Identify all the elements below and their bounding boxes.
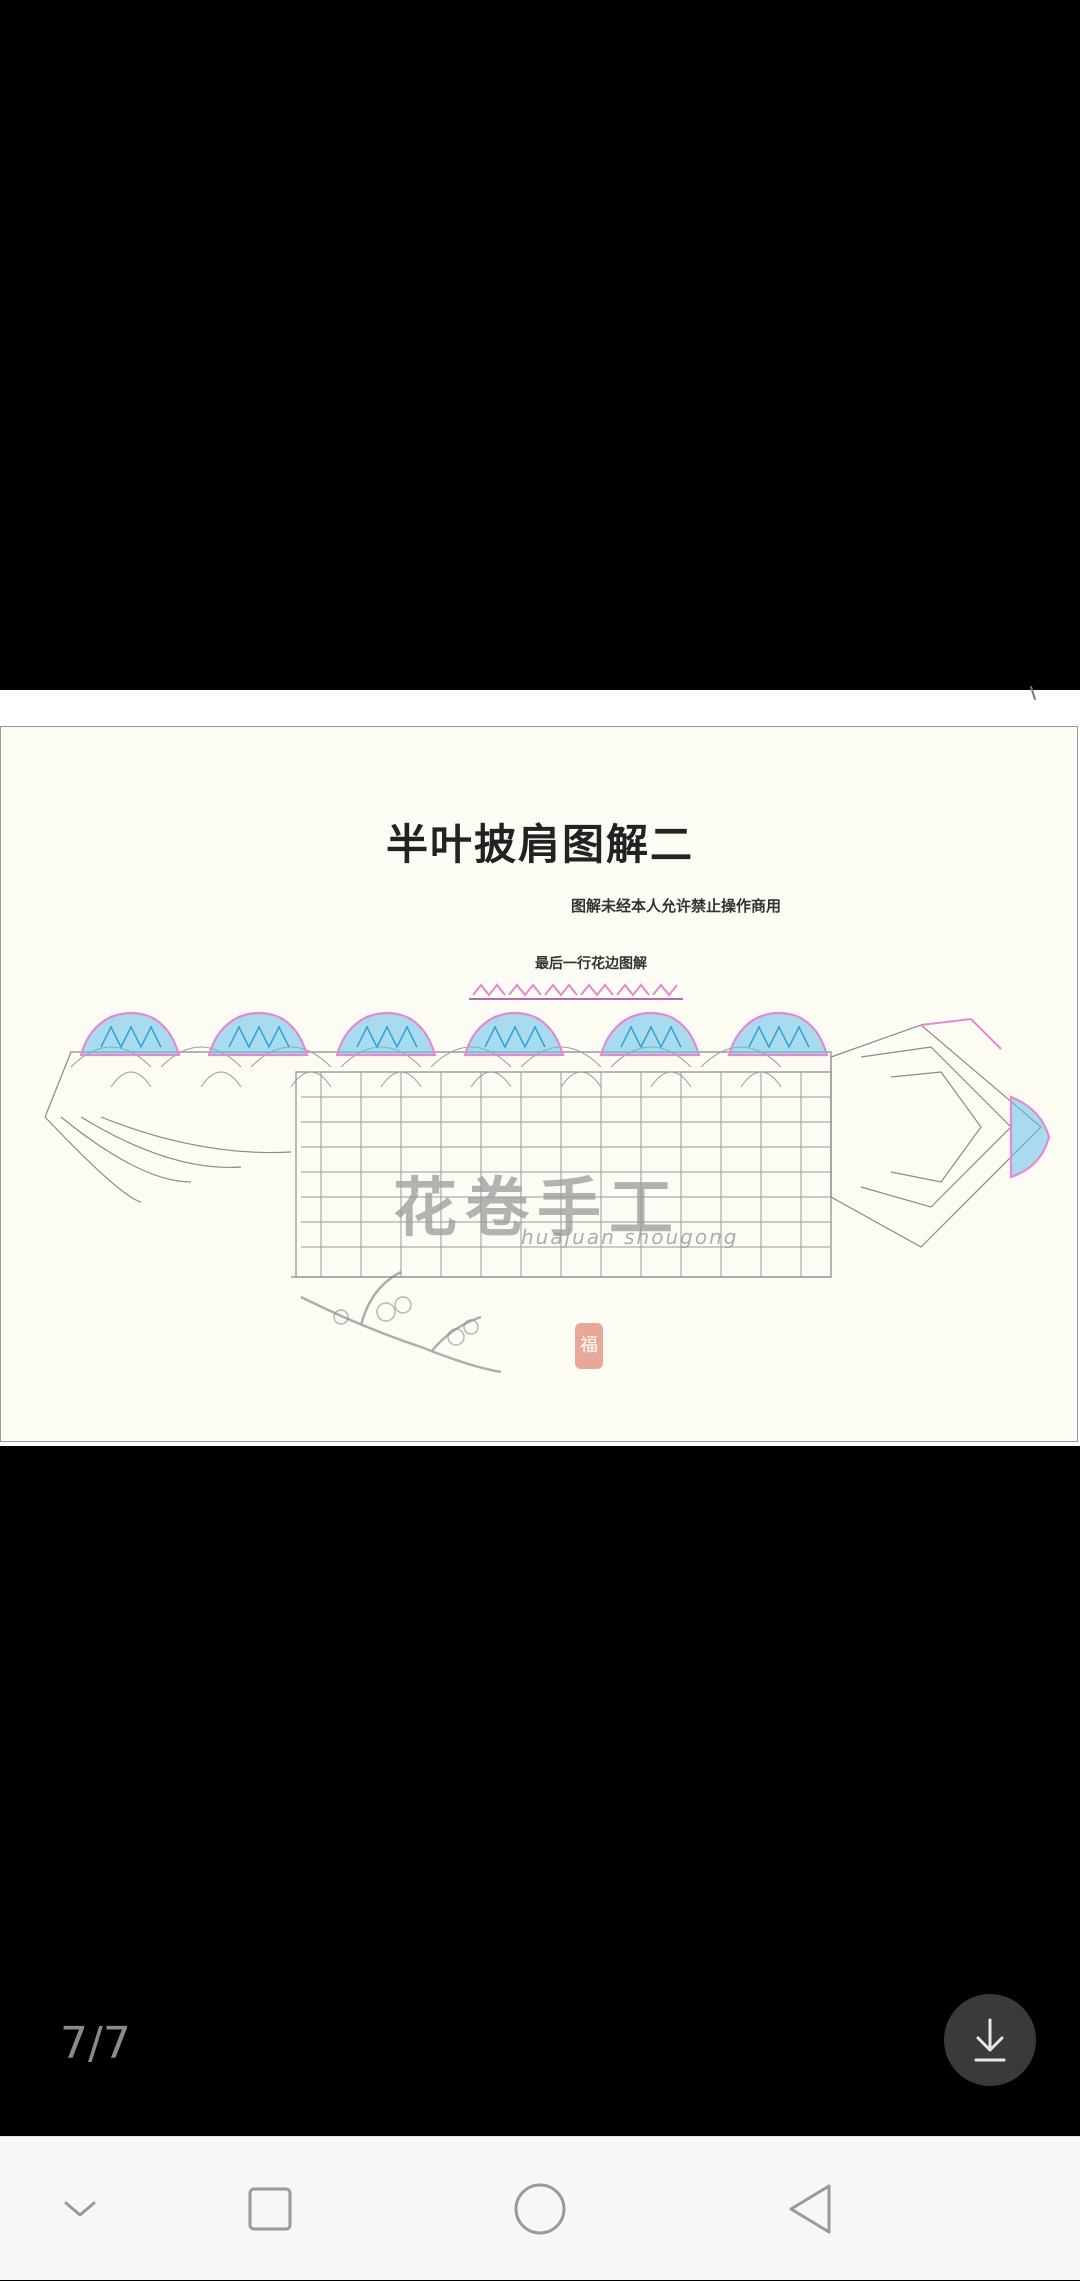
nav-back-button[interactable] (730, 2137, 890, 2281)
nav-home-button[interactable] (460, 2137, 620, 2281)
nav-recents-button[interactable] (190, 2137, 350, 2281)
download-arrow-icon (974, 2018, 1006, 2062)
chevron-down-icon (64, 2201, 96, 2217)
seal-stamp: 福 (575, 1323, 603, 1369)
image-viewer: 半叶披肩图解二 图解未经本人允许禁止操作商用 最后一行花边图解 (0, 686, 1080, 2086)
chart-title: 半叶披肩图解二 (385, 820, 694, 869)
watermark-brand: 花卷手工 (393, 1171, 681, 1246)
triangle-back-icon (789, 2184, 831, 2234)
download-button[interactable] (944, 1994, 1036, 2086)
crochet-chart-image[interactable]: 半叶披肩图解二 图解未经本人允许禁止操作商用 最后一行花边图解 (0, 726, 1078, 1442)
page-indicator: 7/7 (60, 2018, 131, 2069)
watermark-subtitle: huajuan shougong (521, 1225, 739, 1249)
edge-pattern-strip (469, 983, 683, 1000)
nav-collapse-button[interactable] (0, 2137, 160, 2281)
square-icon (248, 2187, 292, 2231)
edge-pattern-label: 最后一行花边图解 (535, 956, 647, 972)
crochet-diagram (44, 1011, 1051, 1374)
circle-icon (514, 2183, 566, 2235)
copyright-note: 图解未经本人允许禁止操作商用 (571, 897, 782, 915)
system-navigation-bar (0, 2136, 1080, 2280)
